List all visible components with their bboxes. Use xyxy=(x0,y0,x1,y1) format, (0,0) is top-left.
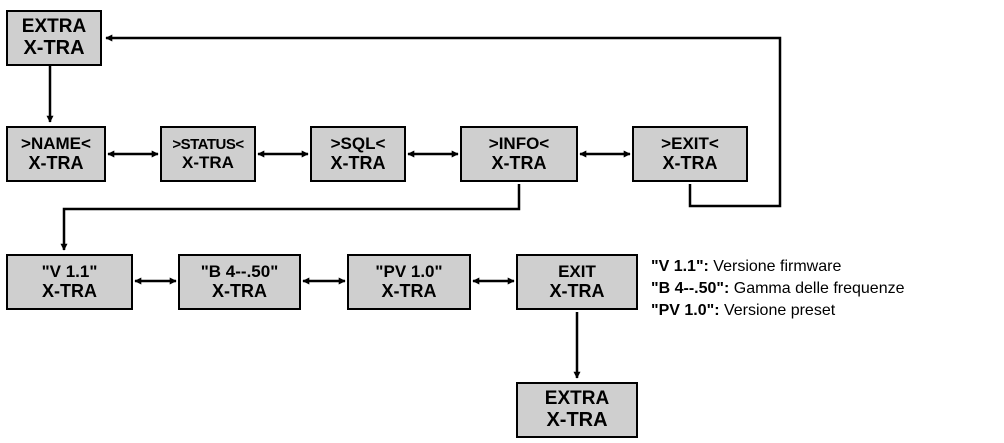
menu-box-exit: >EXIT< X-TRA xyxy=(632,126,748,182)
legend-key: "V 1.1": xyxy=(651,258,709,275)
info-box-version: "V 1.1" X-TRA xyxy=(6,254,133,310)
box-line1: >SQL< xyxy=(330,133,386,153)
box-line2: X-TRA xyxy=(42,281,97,302)
box-line2: X-TRA xyxy=(491,153,547,174)
box-line2: X-TRA xyxy=(182,152,234,172)
box-line1: EXTRA xyxy=(544,387,610,409)
extra-box-top: EXTRA X-TRA xyxy=(6,10,102,66)
box-line2: X-TRA xyxy=(28,153,84,174)
box-line2: X-TRA xyxy=(212,281,267,302)
box-line1: >NAME< xyxy=(21,133,91,153)
box-line1: "B 4--.50" xyxy=(200,261,279,281)
info-box-preset: "PV 1.0" X-TRA xyxy=(347,254,471,310)
box-line1: >EXIT< xyxy=(661,133,719,153)
box-line2: X-TRA xyxy=(381,281,437,302)
box-line1: "V 1.1" xyxy=(41,261,98,281)
box-line1: "PV 1.0" xyxy=(375,261,443,281)
info-box-band: "B 4--.50" X-TRA xyxy=(178,254,301,310)
legend-row-preset: "PV 1.0": Versione preset xyxy=(651,300,905,322)
box-line2: X-TRA xyxy=(549,281,605,302)
box-line2: X-TRA xyxy=(23,37,85,60)
legend-key: "PV 1.0": xyxy=(651,302,720,319)
box-line2: X-TRA xyxy=(546,409,608,432)
legend: "V 1.1": Versione firmware "B 4--.50": G… xyxy=(651,256,905,322)
legend-text: Versione preset xyxy=(719,302,836,319)
extra-box-bottom: EXTRA X-TRA xyxy=(516,382,638,438)
box-line1: EXIT xyxy=(558,261,596,281)
menu-box-info: >INFO< X-TRA xyxy=(460,126,578,182)
legend-row-band: "B 4--.50": Gamma delle frequenze xyxy=(651,278,905,300)
info-box-exit: EXIT X-TRA xyxy=(516,254,638,310)
box-line2: X-TRA xyxy=(662,153,718,174)
legend-row-version: "V 1.1": Versione firmware xyxy=(651,256,905,278)
legend-key: "B 4--.50": xyxy=(651,280,730,297)
menu-box-sql: >SQL< X-TRA xyxy=(310,126,406,182)
box-line1: >INFO< xyxy=(488,133,550,153)
box-line2: X-TRA xyxy=(330,153,386,174)
menu-box-name: >NAME< X-TRA xyxy=(6,126,106,182)
box-line1: >STATUS< xyxy=(172,135,244,153)
legend-text: Gamma delle frequenze xyxy=(729,280,905,297)
box-line1: EXTRA xyxy=(21,15,87,37)
menu-box-status: >STATUS< X-TRA xyxy=(160,126,256,182)
arrow-exit-to-extra xyxy=(105,34,782,208)
legend-text: Versione firmware xyxy=(708,258,842,275)
arrow-info-to-version xyxy=(60,184,521,251)
